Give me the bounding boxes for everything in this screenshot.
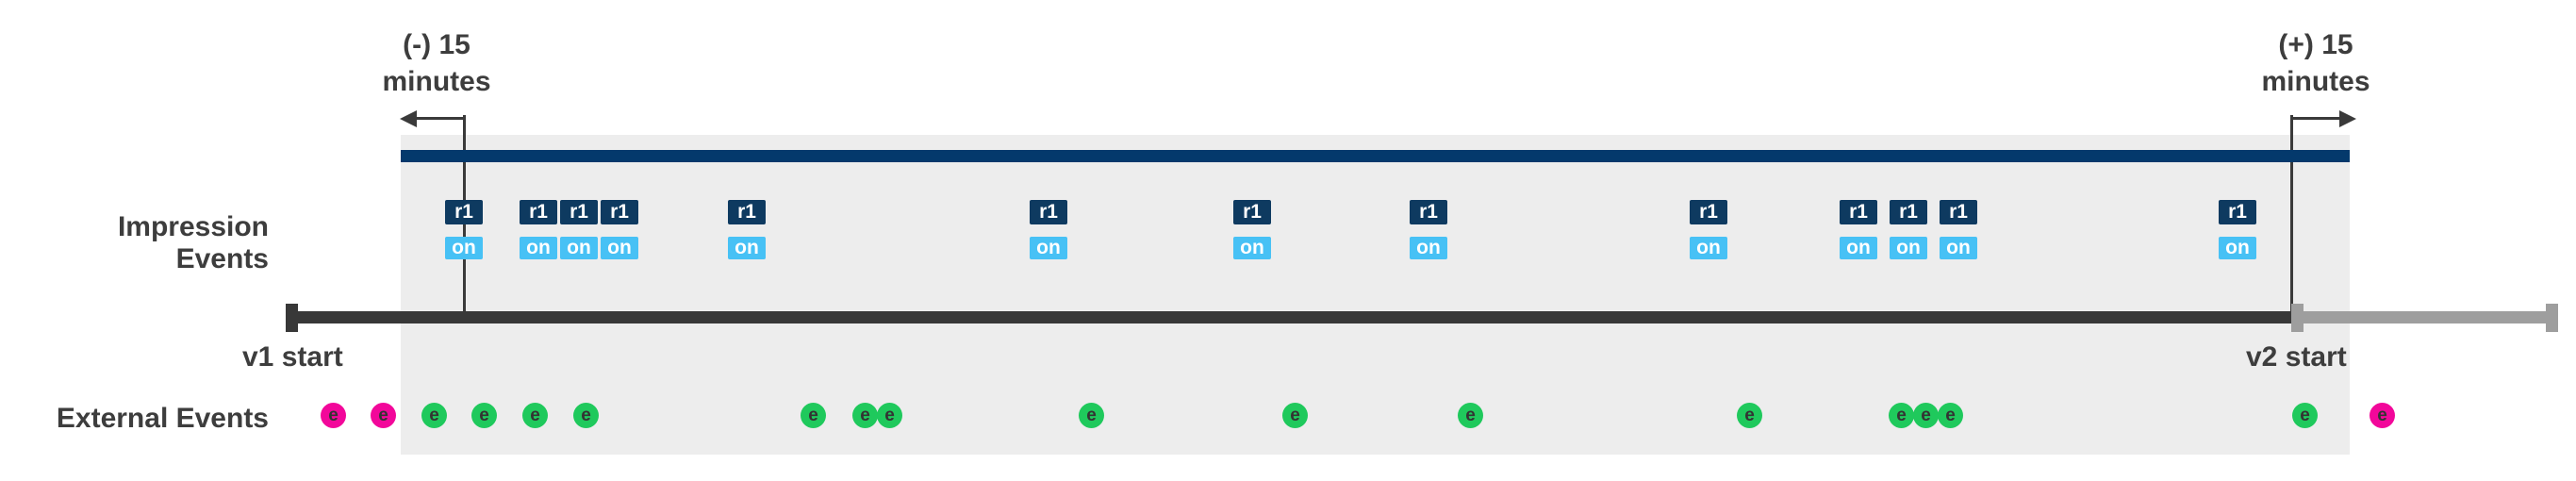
impression-event: r1 on (1840, 200, 1877, 259)
impression-on-box: on (601, 237, 638, 259)
campaign-duration-bar (401, 150, 2350, 162)
impression-on-box: on (520, 237, 557, 259)
impression-on-box: on (1890, 237, 1927, 259)
plus-15-label-line2: minutes (2261, 66, 2370, 97)
external-event-dot-magenta: e (371, 403, 396, 428)
impression-events-label: Impression Events (117, 211, 269, 274)
arrow-right-icon (2339, 110, 2356, 127)
external-event-dot-green: e (1079, 403, 1104, 428)
impression-event: r1 on (1410, 200, 1447, 259)
impression-r1-box: r1 (1840, 200, 1877, 224)
impression-event: r1 on (1890, 200, 1927, 259)
impression-event: r1 on (520, 200, 557, 259)
impression-event: r1 on (2219, 200, 2256, 259)
external-event-dot-green: e (1458, 403, 1483, 428)
impression-r1-box: r1 (601, 200, 638, 224)
plus-15-label-line1: (+) 15 (2278, 29, 2353, 60)
external-event-dot-green: e (1938, 403, 1963, 428)
plus-15-marker-line (2290, 115, 2293, 311)
plus-15-arrow-line (2291, 117, 2341, 120)
impression-r1-box: r1 (1030, 200, 1067, 224)
impression-r1-box: r1 (1890, 200, 1927, 224)
v2-timeline-bar (2291, 311, 2558, 323)
impression-r1-box: r1 (560, 200, 598, 224)
external-event-dot-green: e (2292, 403, 2318, 428)
minus-15-arrow-line (415, 117, 465, 120)
external-event-dot-green: e (471, 403, 497, 428)
arrow-left-icon (400, 110, 417, 127)
impression-r1-box: r1 (520, 200, 557, 224)
impression-r1-box: r1 (1690, 200, 1727, 224)
impression-event: r1 on (601, 200, 638, 259)
v1-start-label: v1 start (242, 341, 343, 373)
external-event-dot-green: e (1737, 403, 1762, 428)
impression-r1-box: r1 (1233, 200, 1271, 224)
impression-r1-box: r1 (728, 200, 766, 224)
external-event-dot-green: e (573, 403, 599, 428)
impression-r1-box: r1 (1940, 200, 1977, 224)
impression-on-box: on (1410, 237, 1447, 259)
impression-on-box: on (445, 237, 483, 259)
external-event-dot-green: e (421, 403, 447, 428)
impression-on-box: on (560, 237, 598, 259)
minus-15-label-line2: minutes (382, 66, 491, 97)
external-event-dot-green: e (877, 403, 902, 428)
external-event-dot-green: e (1913, 403, 1939, 428)
impression-on-box: on (1233, 237, 1271, 259)
impression-event: r1 on (1690, 200, 1727, 259)
minus-15-label-line1: (-) 15 (403, 29, 471, 60)
external-event-dot-green: e (1282, 403, 1308, 428)
impression-r1-box: r1 (1410, 200, 1447, 224)
impression-r1-box: r1 (445, 200, 483, 224)
v2-start-tick (2291, 304, 2304, 332)
impression-on-box: on (1840, 237, 1877, 259)
external-event-dot-magenta: e (321, 403, 346, 428)
impression-on-box: on (1940, 237, 1977, 259)
external-events-label: External Events (56, 403, 269, 434)
impression-event: r1 on (560, 200, 598, 259)
external-event-dot-green: e (1889, 403, 1914, 428)
external-event-dot-green: e (852, 403, 878, 428)
impression-event: r1 on (1940, 200, 1977, 259)
impression-on-box: on (728, 237, 766, 259)
external-event-dot-green: e (522, 403, 548, 428)
timeline-end-tick (2546, 304, 2558, 332)
v2-start-label: v2 start (2246, 341, 2347, 373)
impression-on-box: on (2219, 237, 2256, 259)
analysis-window-panel (401, 135, 2350, 455)
minus-15-label: (-) 15 minutes (371, 26, 503, 100)
external-event-dot-green: e (801, 403, 826, 428)
impression-event: r1 on (1030, 200, 1067, 259)
v1-start-tick (286, 304, 298, 332)
impression-r1-box: r1 (2219, 200, 2256, 224)
impression-event: r1 on (728, 200, 766, 259)
external-event-dot-magenta: e (2370, 403, 2395, 428)
v1-timeline-bar (286, 311, 2291, 323)
impression-event: r1 on (1233, 200, 1271, 259)
impression-event: r1 on (445, 200, 483, 259)
impression-on-box: on (1690, 237, 1727, 259)
plus-15-label: (+) 15 minutes (2250, 26, 2382, 100)
impression-on-box: on (1030, 237, 1067, 259)
